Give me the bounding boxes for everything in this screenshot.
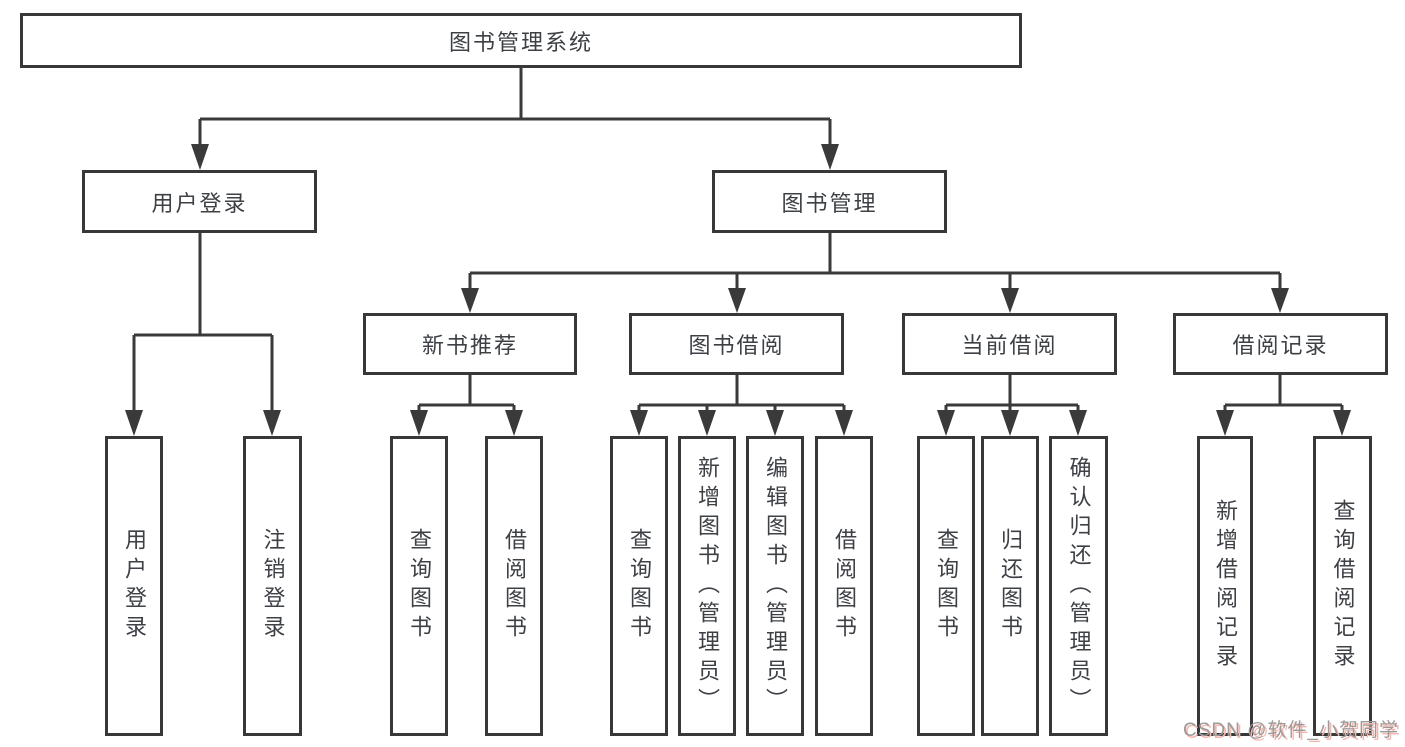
arrowhead [698,410,716,436]
leaf-add-borrow-record: 新增借阅记录 [1197,436,1253,736]
arrowhead [191,144,209,170]
arrowhead [505,410,523,436]
leaf-label: 查询借阅记录 [1330,499,1356,673]
arrowhead [410,410,428,436]
leaf-label: 确认归还（管理员） [1066,455,1092,717]
node-current-borrow: 当前借阅 [902,313,1117,375]
node-user-login: 用户登录 [82,170,317,233]
node-new-book-recommend: 新书推荐 [363,313,577,375]
connector-borrow-records [1223,375,1344,413]
leaf-label: 查询图书 [934,528,959,644]
connector-new-book-recommend [417,375,516,413]
arrowhead [1333,410,1351,436]
arrowhead [1069,410,1087,436]
node-borrow-records: 借阅记录 [1173,313,1388,375]
node-book-borrow: 图书借阅 [629,313,844,375]
arrowhead [263,410,281,436]
arrowhead [1271,288,1289,313]
leaf-query-books-recommend: 查询图书 [390,436,448,736]
node-label: 图书借阅 [688,333,785,358]
leaf-return-book: 归还图书 [981,436,1039,736]
node-label: 借阅记录 [1232,333,1329,358]
node-label: 用户登录 [151,190,248,216]
node-library-management-system: 图书管理系统 [20,13,1022,68]
node-label: 当前借阅 [961,333,1058,358]
leaf-label: 借阅图书 [832,528,857,644]
node-label: 新书推荐 [421,333,518,358]
leaf-borrow-books: 借阅图书 [815,436,873,736]
leaf-borrow-books-recommend: 借阅图书 [485,436,543,736]
leaf-label: 新增图书（管理员） [695,455,720,717]
arrowhead [125,410,143,436]
connector-book-borrow [637,375,846,413]
connector-root [198,68,832,148]
leaf-label: 新增借阅记录 [1213,499,1238,673]
connector-book-management [468,233,1282,291]
leaf-query-books-current: 查询图书 [917,436,975,736]
arrowhead [937,410,955,436]
arrowhead [461,288,479,313]
leaf-edit-book-admin: 编辑图书（管理员） [746,436,804,736]
leaf-label: 借阅图书 [502,528,527,644]
csdn-watermark: CSDN @软件_小贺同学 [1183,720,1399,741]
arrowhead [1001,288,1019,313]
leaf-add-book-admin: 新增图书（管理员） [678,436,736,736]
arrowhead [1216,410,1234,436]
arrowhead [835,410,853,436]
arrowhead [1001,410,1019,436]
leaf-label: 用户登录 [122,528,147,644]
arrowhead [766,410,784,436]
node-label: 图书管理 [781,190,878,216]
connector-user-login [132,233,274,413]
leaf-label: 编辑图书（管理员） [763,455,788,717]
node-book-management: 图书管理 [712,170,947,233]
arrowhead [728,288,746,313]
connector-current-borrow [944,375,1080,413]
leaf-confirm-return-admin: 确认归还（管理员） [1049,436,1108,736]
leaf-user-login: 用户登录 [105,436,163,736]
leaf-logout: 注销登录 [243,436,302,736]
leaf-label: 归还图书 [998,528,1023,644]
leaf-label: 查询图书 [407,528,432,644]
arrowhead [821,144,839,170]
leaf-query-borrow-record: 查询借阅记录 [1313,436,1372,736]
node-label: 图书管理系统 [448,29,593,55]
leaf-label: 查询图书 [627,528,652,644]
arrowhead [630,410,648,436]
leaf-query-books-borrow: 查询图书 [610,436,668,736]
leaf-label: 注销登录 [260,528,286,644]
